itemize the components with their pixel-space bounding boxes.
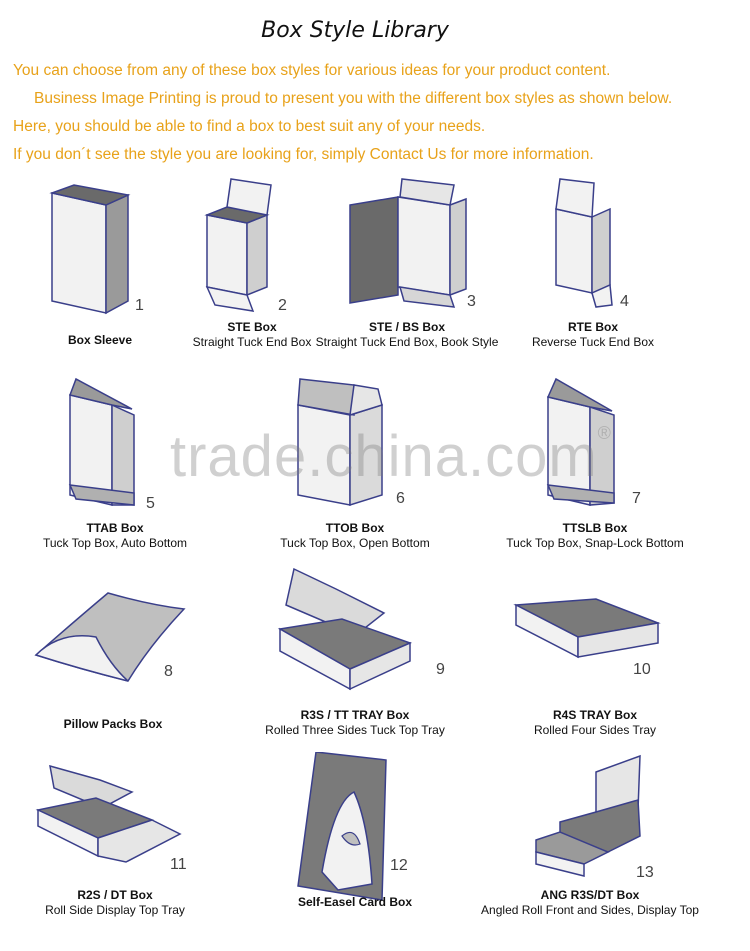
box-number: 8: [164, 663, 173, 680]
box-description: Straight Tuck End Box, Book Style: [315, 335, 499, 349]
r2s-dt-box-illustration: [35, 764, 182, 863]
box-style-6: 6 TTOB Box Tuck Top Box, Open Bottom: [250, 375, 500, 550]
box-style-3: 3 STE / BS Box Straight Tuck End Box, Bo…: [316, 175, 570, 349]
box-number: 6: [396, 490, 405, 507]
box-description: Angled Roll Front and Sides, Display Top: [481, 903, 699, 917]
intro-line-2: Business Image Printing is proud to pres…: [34, 90, 673, 107]
intro-line-4: If you don´t see the style you are looki…: [13, 146, 594, 163]
r3s-tt-tray-illustration: [277, 567, 413, 691]
box-number: 10: [633, 661, 651, 678]
box-style-7: 7 TTSLB Box Tuck Top Box, Snap-Lock Bott…: [500, 375, 750, 550]
box-caption: Self-Easel Card Box: [230, 895, 480, 910]
box-description: Tuck Top Box, Auto Bottom: [42, 536, 188, 550]
box-description: Reverse Tuck End Box: [531, 335, 655, 349]
box-number: 5: [146, 495, 155, 512]
box-number: 1: [135, 297, 144, 314]
box-code: ANG R3S/DT Box: [540, 888, 640, 902]
box-description: Rolled Four Sides Tray: [533, 723, 657, 737]
box-caption: TTOB Box Tuck Top Box, Open Bottom: [230, 521, 480, 551]
box-style-12: 12 Self-Easel Card Box: [250, 752, 500, 922]
box-description: Tuck Top Box, Open Bottom: [280, 536, 430, 550]
box-style-4: 4 RTE Box Reverse Tuck End Box: [500, 175, 750, 349]
box-number: 2: [278, 297, 287, 314]
box-style-1: 1 Box Sleeve: [0, 175, 250, 348]
box-number: 11: [170, 856, 187, 873]
box-code: R3S / TT TRAY Box: [300, 708, 410, 722]
box-caption: Pillow Packs Box: [0, 717, 238, 732]
box-style-2: 2 STE Box Straight Tuck End Box: [175, 175, 425, 349]
box-sleeve-illustration: [49, 184, 131, 315]
r4s-tray-illustration: [513, 598, 661, 659]
box-code: STE / BS Box: [368, 320, 445, 334]
ang-r3s-dt-box-illustration: [535, 754, 641, 877]
ttab-box-illustration: [68, 377, 135, 506]
box-code: Pillow Packs Box: [63, 717, 163, 731]
box-code: TTSLB Box: [562, 521, 628, 535]
watermark-text: trade.china.com: [170, 424, 598, 489]
box-number: 12: [390, 857, 408, 874]
box-style-10: 10 R4S TRAY Box Rolled Four Sides Tray: [500, 565, 750, 737]
ste-bs-box-illustration: [349, 178, 467, 308]
box-description: Tuck Top Box, Snap-Lock Bottom: [506, 536, 684, 550]
ttob-box-illustration: [297, 378, 383, 507]
box-description: Roll Side Display Top Tray: [45, 903, 185, 917]
box-number: 3: [467, 293, 476, 310]
box-style-8: 8 Pillow Packs Box: [0, 565, 250, 735]
box-caption: TTAB Box Tuck Top Box, Auto Bottom: [0, 521, 240, 551]
box-description: Straight Tuck End Box: [192, 335, 312, 349]
box-number: 13: [636, 864, 654, 881]
box-number: 7: [632, 490, 641, 507]
box-code: STE Box: [227, 320, 277, 334]
box-code: R4S TRAY Box: [552, 708, 638, 722]
box-style-13: 13 ANG R3S/DT Box Angled Roll Front and …: [481, 752, 750, 922]
box-caption: TTSLB Box Tuck Top Box, Snap-Lock Bottom: [470, 521, 720, 551]
box-code: Self-Easel Card Box: [297, 895, 413, 909]
ttslb-box-illustration: [546, 377, 615, 506]
box-caption: R2S / DT Box Roll Side Display Top Tray: [0, 888, 240, 918]
pillow-box-illustration: [34, 592, 186, 682]
box-caption: R3S / TT TRAY Box Rolled Three Sides Tuc…: [230, 708, 480, 738]
box-caption: STE Box Straight Tuck End Box: [127, 320, 377, 350]
box-caption: STE / BS Box Straight Tuck End Box, Book…: [282, 320, 532, 350]
box-style-11: 11 R2S / DT Box Roll Side Display Top Tr…: [0, 752, 250, 922]
box-number: 9: [436, 661, 445, 678]
self-easel-card-illustration: [297, 752, 387, 901]
box-code: Box Sleeve: [67, 333, 133, 347]
watermark: trade.china.com®: [170, 423, 612, 490]
box-caption: R4S TRAY Box Rolled Four Sides Tray: [470, 708, 720, 738]
intro-line-3: Here, you should be able to find a box t…: [13, 118, 486, 135]
box-caption: RTE Box Reverse Tuck End Box: [468, 320, 718, 350]
registered-mark: ®: [597, 423, 612, 443]
box-description: Rolled Three Sides Tuck Top Tray: [265, 723, 445, 737]
box-code: RTE Box: [567, 320, 618, 334]
rte-box-illustration: [555, 178, 613, 308]
box-caption: ANG R3S/DT Box Angled Roll Front and Sid…: [465, 888, 715, 918]
box-code: R2S / DT Box: [77, 888, 153, 902]
box-caption: Box Sleeve: [0, 333, 225, 348]
box-style-5: 5 TTAB Box Tuck Top Box, Auto Bottom: [0, 375, 250, 550]
box-code: TTAB Box: [86, 521, 144, 535]
ste-box-illustration: [204, 178, 272, 312]
page-title: Box Style Library: [261, 18, 449, 43]
box-style-9: 9 R3S / TT TRAY Box Rolled Three Sides T…: [250, 565, 500, 737]
box-code: TTOB Box: [325, 521, 385, 535]
intro-line-1: You can choose from any of these box sty…: [13, 62, 611, 79]
box-number: 4: [620, 293, 629, 310]
